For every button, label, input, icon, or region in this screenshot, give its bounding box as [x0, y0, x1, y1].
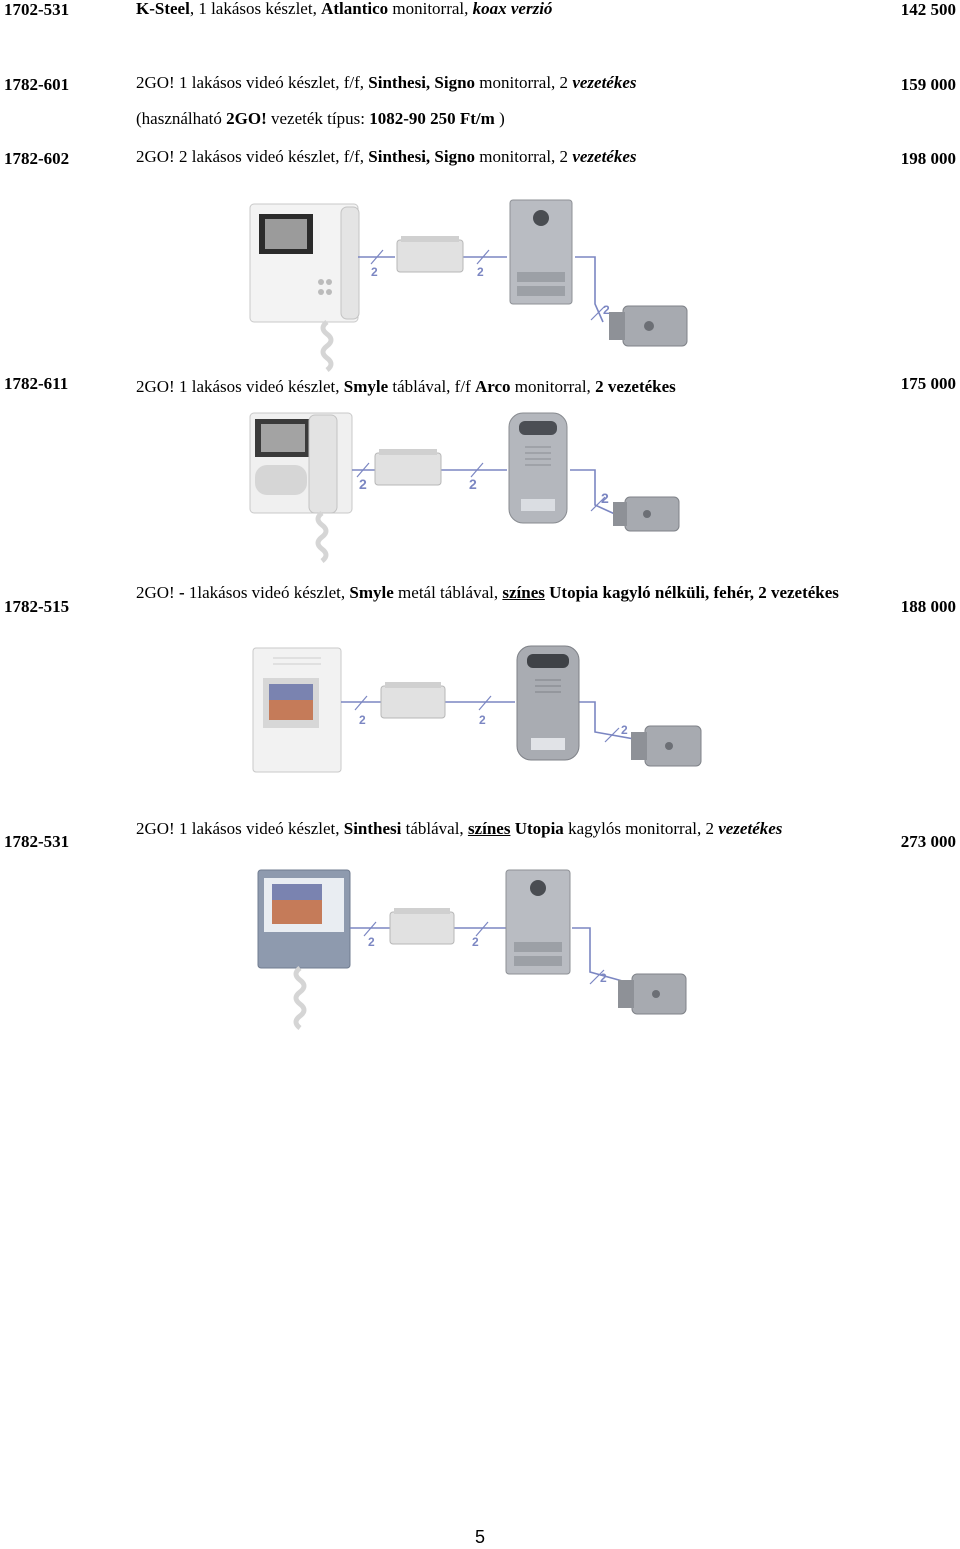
- description-segment: Atlantico: [321, 0, 389, 18]
- description-segment: kagylós monitorral, 2: [563, 819, 719, 838]
- product-code: 1782-611: [4, 374, 69, 393]
- description-segment: 2GO!: [226, 109, 267, 128]
- description-segment: 2GO! 2 lakásos videó készlet, f/f,: [136, 147, 369, 166]
- kit-diagram: 2 2 2: [249, 412, 680, 563]
- description-segment: Arco: [474, 377, 511, 396]
- description-segment: monitorral,: [388, 0, 473, 18]
- description-segment: 2GO! 1 lakásos videó készlet,: [136, 819, 344, 838]
- product-code: 1782-601: [4, 75, 70, 94]
- product-price: 198 000: [900, 149, 956, 168]
- power-supply-icon: [396, 239, 464, 273]
- product-code: 1782-515: [4, 597, 70, 616]
- kit-diagram: 2 2 2: [249, 199, 688, 372]
- product-code: 1782-602: [4, 149, 70, 168]
- description-segment: monitorral, 2: [475, 147, 573, 166]
- handset-cord-icon: [320, 320, 334, 372]
- product-description: 2GO! - 1lakásos videó készlet, Smyle met…: [136, 580, 876, 606]
- description-segment: táblával, f/f: [388, 377, 475, 396]
- description-segment: Smyle: [343, 377, 389, 396]
- description-segment: vezetékes: [572, 147, 637, 166]
- description-segment: 2 vezetékes: [595, 377, 676, 396]
- page-number: 5: [474, 1527, 485, 1547]
- description-segment: monitorral,: [510, 377, 596, 396]
- door-panel-icon: [516, 645, 580, 761]
- description-segment: vezetékes: [718, 819, 783, 838]
- description-segment: színes: [467, 819, 511, 838]
- product-price: 273 000: [900, 832, 956, 851]
- kit-diagram: 2 2 2: [257, 869, 687, 1030]
- wire-count-label: 2: [603, 303, 610, 317]
- wire-count-label: 2: [621, 723, 628, 737]
- wire-count-label: 2: [359, 476, 367, 492]
- description-segment: Smyle: [349, 583, 394, 602]
- description-segment: -: [178, 583, 189, 602]
- description-segment: vezetékes: [572, 73, 637, 92]
- lock-icon: [622, 305, 688, 347]
- product-description: 2GO! 1 lakásos videó készlet, Sinthesi t…: [136, 816, 876, 842]
- product-description: 2GO! 1 lakásos videó készlet, Smyle tábl…: [136, 374, 876, 400]
- description-segment: vezeték típus:: [266, 109, 370, 128]
- product-code: 1782-531: [4, 832, 70, 851]
- power-supply-icon: [380, 685, 446, 719]
- wire-count-label: 2: [601, 490, 609, 506]
- description-segment: ): [494, 109, 505, 128]
- description-segment: , 1 lakásos készlet,: [189, 0, 322, 18]
- door-panel-icon: [508, 412, 568, 524]
- description-segment: Utopia kagyló nélküli, fehér, 2 vezetéke…: [549, 583, 839, 602]
- wire-type-note: (használható 2GO! vezeték típus: 1082-90…: [136, 106, 876, 132]
- description-segment: 1lakásos videó készlet,: [188, 583, 350, 602]
- handset-cord-icon: [315, 511, 329, 563]
- description-segment: 2GO!: [136, 583, 179, 602]
- description-segment: táblával,: [401, 819, 468, 838]
- product-price: 188 000: [900, 597, 956, 616]
- kit-diagram: 2 2 2: [252, 645, 702, 773]
- handset-cord-icon: [293, 966, 307, 1030]
- description-segment: 2GO! 1 lakásos videó készlet, f/f,: [136, 73, 369, 92]
- description-segment: Sinthesi: [343, 819, 402, 838]
- wire-count-label: 2: [469, 476, 477, 492]
- wire-count-label: 2: [600, 971, 607, 985]
- description-segment: színes: [502, 583, 545, 602]
- description-segment: 2GO! 1 lakásos videó készlet,: [136, 377, 344, 396]
- product-price: 175 000: [900, 374, 956, 393]
- description-segment: koax verzió: [472, 0, 553, 18]
- lock-icon: [624, 496, 680, 532]
- power-supply-icon: [389, 911, 455, 945]
- product-price: 142 500: [900, 0, 956, 19]
- product-description: 2GO! 2 lakásos videó készlet, f/f, Sinth…: [136, 144, 876, 170]
- description-segment: (használható: [136, 109, 227, 128]
- wire-count-label: 2: [368, 935, 375, 949]
- description-segment: Sinthesi, Signo: [368, 73, 476, 92]
- wire-count-label: 2: [477, 265, 484, 279]
- wire-count-label: 2: [472, 935, 479, 949]
- wire-count-label: 2: [359, 713, 366, 727]
- description-segment: Sinthesi, Signo: [368, 147, 476, 166]
- wire-count-label: 2: [371, 265, 378, 279]
- product-price: 159 000: [900, 75, 956, 94]
- product-description: 2GO! 1 lakásos videó készlet, f/f, Sinth…: [136, 70, 876, 96]
- product-code: 1702-531: [4, 0, 70, 19]
- wire-count-label: 2: [479, 713, 486, 727]
- description-segment: 1082-90 250 Ft/m: [369, 109, 495, 128]
- description-segment: Utopia: [514, 819, 564, 838]
- power-supply-icon: [374, 452, 442, 486]
- description-segment: K-Steel: [136, 0, 190, 18]
- description-segment: metál táblával,: [393, 583, 503, 602]
- description-segment: monitorral, 2: [475, 73, 573, 92]
- product-description: K-Steel, 1 lakásos készlet, Atlantico mo…: [136, 0, 876, 22]
